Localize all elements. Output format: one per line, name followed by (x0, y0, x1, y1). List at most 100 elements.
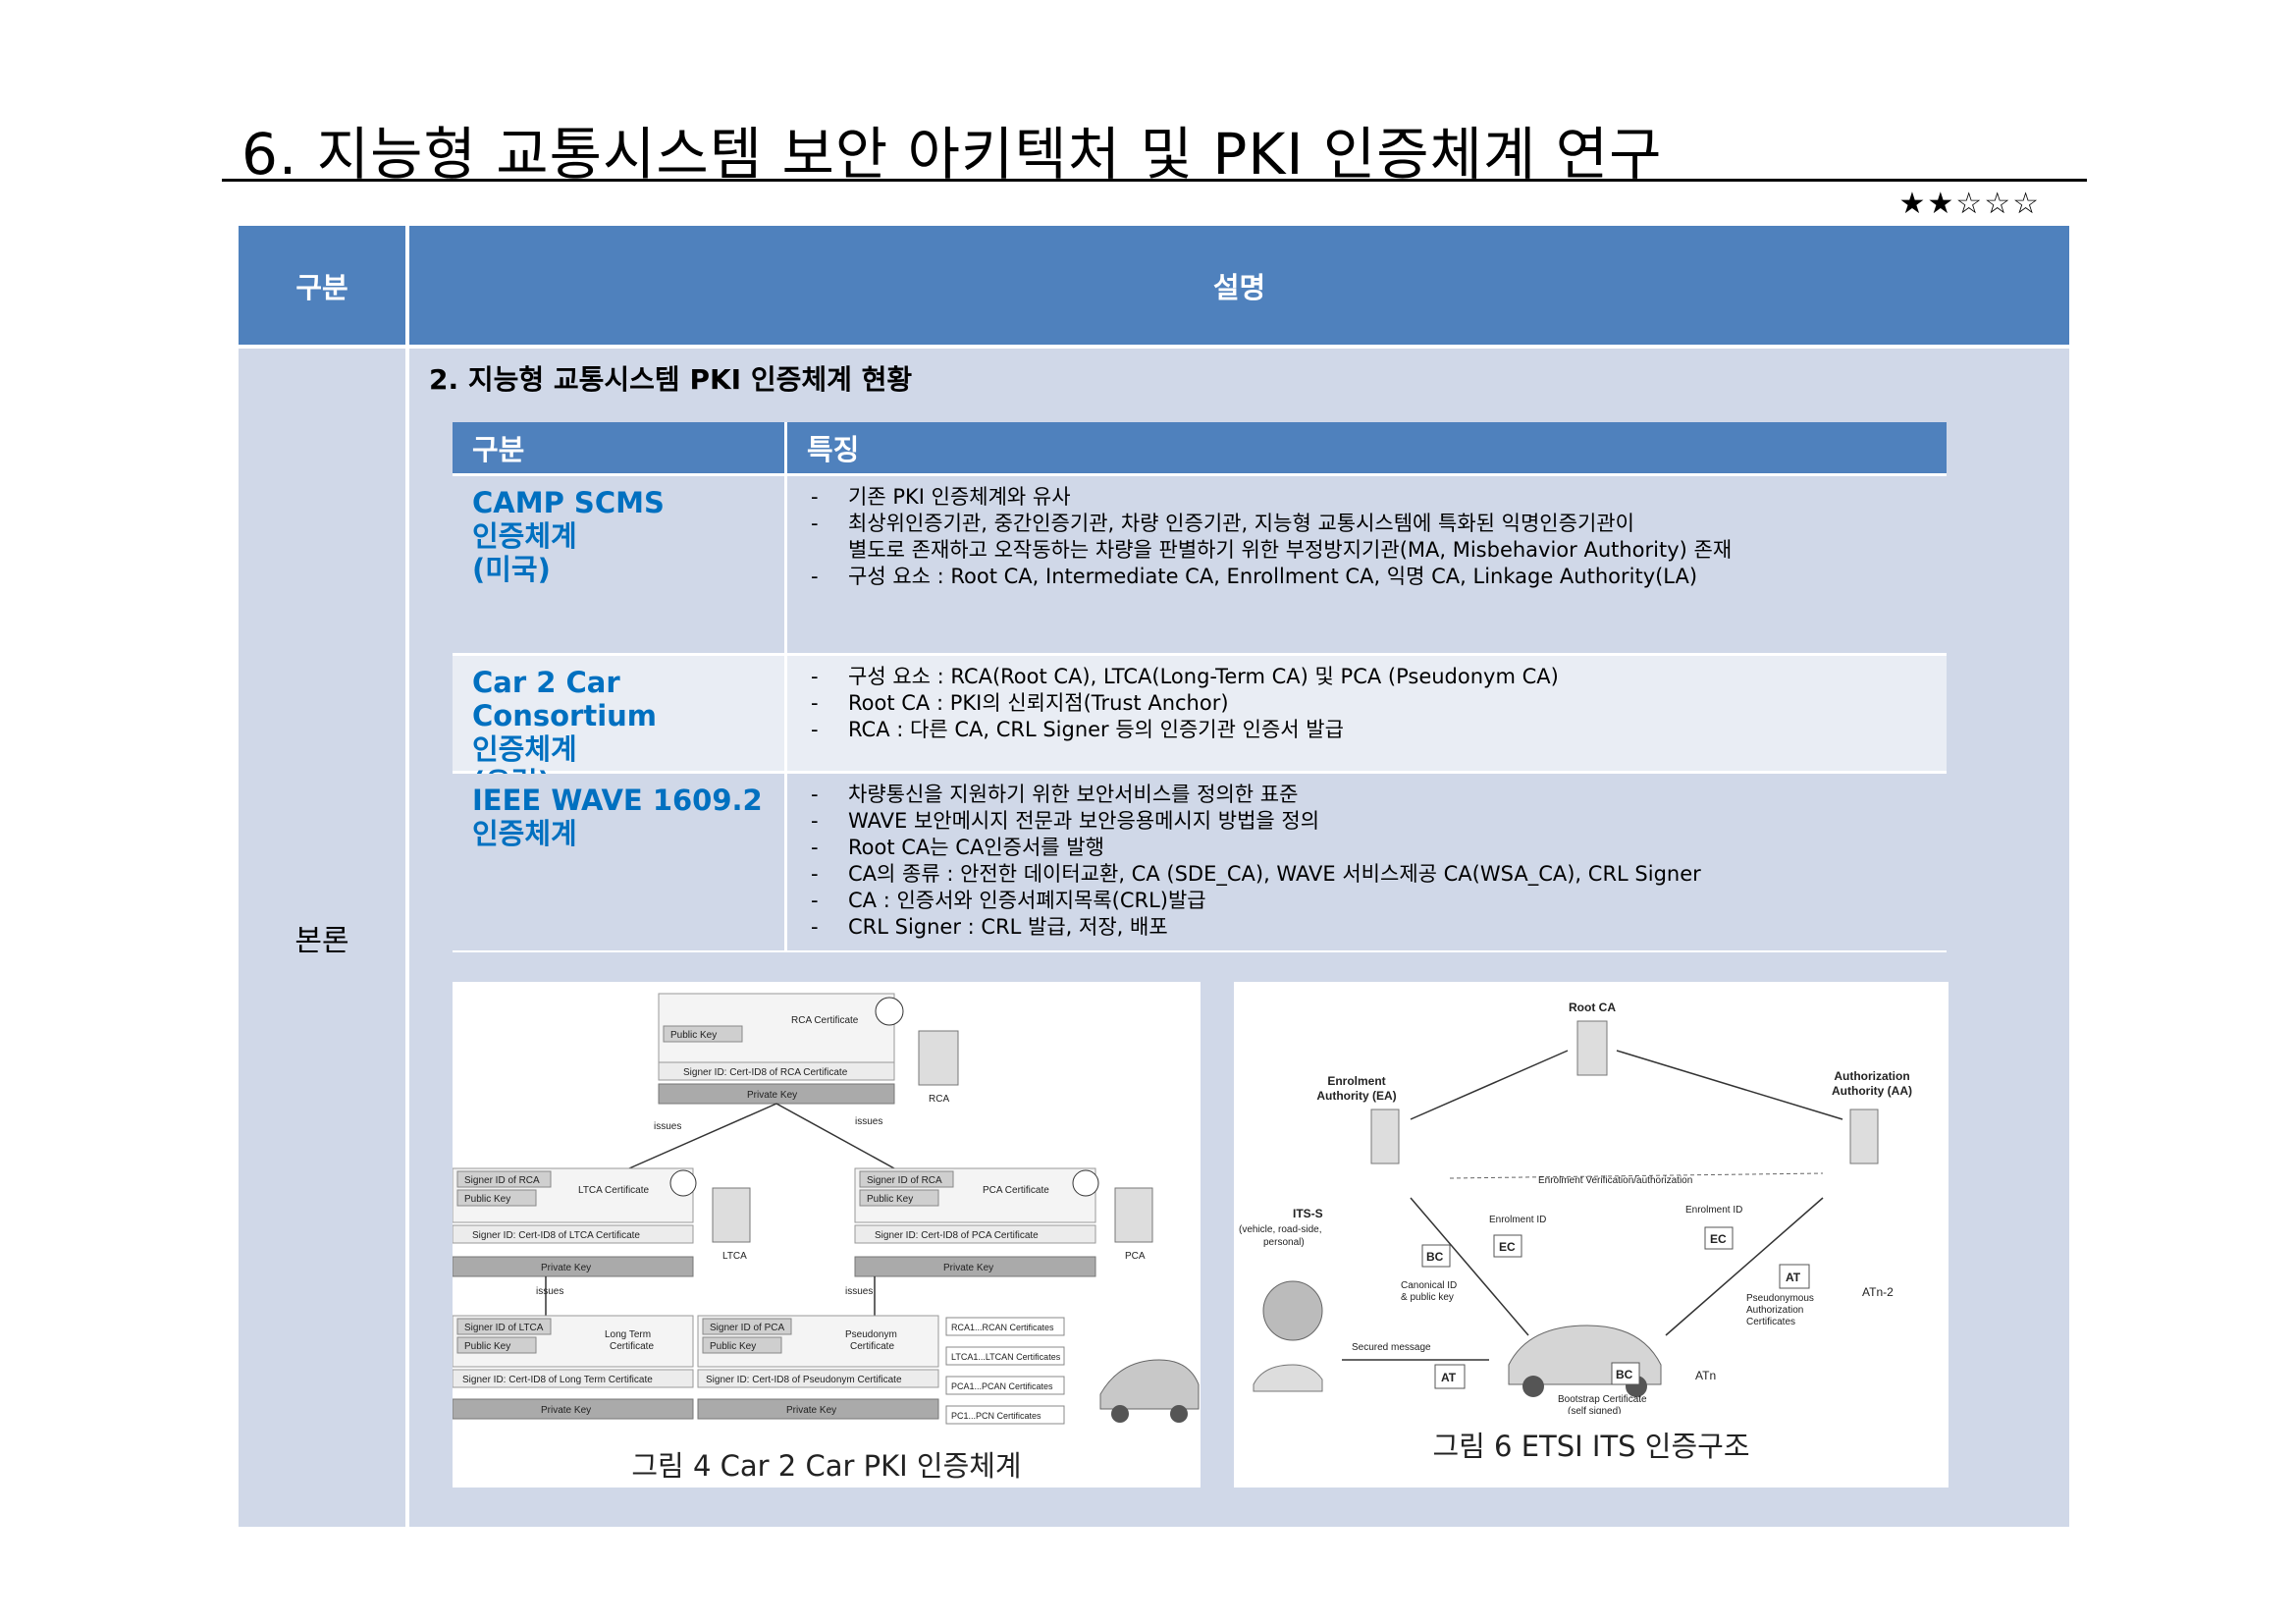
feature-item: CRL Signer : CRL 발급, 저장, 배포 (807, 914, 1947, 941)
certificate-seal-icon (1072, 1169, 1099, 1197)
feature-item: 기존 PKI 인증체계와 유사 (807, 484, 1947, 511)
figure-car2car-pki: Public Key RCA Certificate Signer ID: Ce… (452, 982, 1201, 1488)
signer-rca-label: Signer ID of RCA (464, 1175, 540, 1186)
ltca-label: LTCA (722, 1251, 747, 1262)
car2car-pki-diagram: Public Key RCA Certificate Signer ID: Ce… (452, 993, 1200, 1425)
enrolment-id-label: Enrolment ID (1685, 1205, 1742, 1216)
cert-stack-item: PC1...PCN Certificates (951, 1411, 1041, 1421)
feature-item: 구성 요소 : RCA(Root CA), LTCA(Long-Term CA)… (807, 664, 1947, 690)
inner-header-features: 특징 (787, 422, 1947, 473)
secured-message-label: Secured message (1352, 1342, 1431, 1353)
verification-label: Enrolment Verification/authorization (1538, 1175, 1692, 1186)
system-name-line: IEEE WAVE 1609.2 (472, 784, 763, 817)
signer-ltca-label: Signer ID of LTCA (464, 1323, 544, 1333)
feature-item: CA의 종류 : 안전한 데이터교환, CA (SDE_CA), WAVE 서비… (807, 861, 1947, 888)
bootstrap-label: Bootstrap Certificate (1558, 1394, 1647, 1405)
etsi-its-diagram: Root CA Enrolment Authority (EA) Authori… (1239, 1001, 1912, 1417)
section-heading: 2. 지능형 교통시스템 PKI 인증체계 현황 (429, 363, 913, 396)
pseudonym-signer-label: Signer ID: Cert-ID8 of Pseudonym Certifi… (706, 1375, 902, 1385)
row-content: 2. 지능형 교통시스템 PKI 인증체계 현황 구분 특징 CAMP SCMS… (409, 349, 2069, 1527)
pseudonym-label-2: Certificate (850, 1341, 894, 1352)
public-key-label: Public Key (464, 1194, 510, 1205)
feature-item: WAVE 보안메시지 전문과 보안응용메시지 방법을 정의 (807, 808, 1947, 835)
column-header-description: 설명 (409, 226, 2069, 345)
canonical-id-label: Canonical ID (1401, 1280, 1457, 1291)
figure4-caption: 그림 4 Car 2 Car PKI 인증체계 (631, 1449, 1022, 1483)
its-s-desc-2: personal) (1263, 1237, 1305, 1248)
signer-rca-label: Signer ID of RCA (867, 1175, 942, 1186)
system-name-line: 인증체계 (472, 732, 577, 766)
signer-pca-label: Signer ID of PCA (710, 1323, 784, 1333)
features-cell: 차량통신을 지원하기 위한 보안서비스를 정의한 표준 WAVE 보안메시지 전… (787, 774, 1947, 950)
private-key-label: Private Key (747, 1090, 797, 1101)
issues-label: issues (845, 1286, 873, 1297)
private-key-label: Private Key (541, 1263, 591, 1273)
content-table: 구분 설명 본론 2. 지능형 교통시스템 PKI 인증체계 현황 구분 특징 … (239, 226, 2069, 1527)
at-n2-label: ATn-2 (1862, 1285, 1894, 1299)
at-badge: AT (1786, 1271, 1801, 1284)
system-name-line: 인증체계 (472, 519, 577, 553)
pca-label: PCA (1125, 1251, 1146, 1262)
pca-signer-label: Signer ID: Cert-ID8 of PCA Certificate (875, 1230, 1039, 1241)
issues-label: issues (536, 1286, 563, 1297)
pseudonym-label: Pseudonym (845, 1329, 897, 1340)
ea-label: Enrolment (1327, 1074, 1385, 1088)
pseudonymous-label-2: Authorization (1746, 1305, 1803, 1316)
table-row: CAMP SCMS 인증체계 (미국) 기존 PKI 인증체계와 유사 최상위인… (453, 476, 1947, 653)
system-name-cell: Car 2 Car Consortium 인증체계 (유럽) (453, 656, 784, 799)
public-key-label: Public Key (464, 1341, 510, 1352)
cert-stack-item: RCA1...RCAN Certificates (951, 1323, 1054, 1332)
feature-item: 구성 요소 : Root CA, Intermediate CA, Enroll… (807, 564, 1947, 590)
inner-table-header: 구분 특징 (453, 422, 1947, 473)
private-key-label: Private Key (786, 1405, 836, 1416)
bc-badge: BC (1616, 1368, 1633, 1381)
enrolment-id-label: Enrolment ID (1489, 1215, 1546, 1225)
canonical-id-label-2: & public key (1401, 1292, 1454, 1303)
bootstrap-label-2: (self signed) (1568, 1406, 1621, 1414)
ec-badge: EC (1710, 1232, 1727, 1246)
issues-label: issues (654, 1121, 681, 1132)
feature-item: CA : 인증서와 인증서폐지목록(CRL)발급 (807, 888, 1947, 914)
private-key-label: Private Key (943, 1263, 993, 1273)
at-n-label: ATn (1695, 1369, 1716, 1382)
bc-badge: BC (1426, 1250, 1444, 1264)
figure-etsi-its: Root CA Enrolment Authority (EA) Authori… (1234, 982, 1949, 1488)
at-badge: AT (1441, 1371, 1457, 1384)
public-key-label: Public Key (867, 1194, 913, 1205)
system-name-line: Car 2 Car Consortium (472, 666, 658, 732)
ltca-signer-label: Signer ID: Cert-ID8 of LTCA Certificate (472, 1230, 640, 1241)
aa-label: Authorization (1834, 1069, 1909, 1083)
public-key-label: Public Key (670, 1030, 717, 1041)
pki-comparison-table: 구분 특징 CAMP SCMS 인증체계 (미국) 기존 PKI 인증체계와 유… (453, 422, 1947, 952)
system-name-line: 인증체계 (472, 817, 577, 850)
column-header-category: 구분 (239, 226, 405, 345)
its-s-desc: (vehicle, road-side, (1239, 1224, 1321, 1235)
vehicle-icon (1253, 1364, 1323, 1392)
ea-label-2: Authority (EA) (1316, 1089, 1396, 1103)
issues-label: issues (855, 1116, 882, 1127)
system-name-cell: IEEE WAVE 1609.2 인증체계 (453, 774, 784, 950)
root-ca-label: Root CA (1569, 1001, 1616, 1014)
car-icon (1099, 1359, 1200, 1410)
inner-header-category: 구분 (453, 422, 784, 473)
rca-label: RCA (929, 1094, 949, 1105)
ltca-certificate-label: LTCA Certificate (578, 1185, 649, 1196)
ec-badge: EC (1499, 1240, 1516, 1254)
title-rule (222, 179, 2087, 182)
its-s-label: ITS-S (1293, 1207, 1323, 1220)
certificate-seal-icon (875, 997, 904, 1026)
private-key-label: Private Key (541, 1405, 591, 1416)
system-name-line: (미국) (472, 553, 551, 586)
rca-signer-label: Signer ID: Cert-ID8 of RCA Certificate (683, 1067, 848, 1078)
feature-item: 최상위인증기관, 중간인증기관, 차량 인증기관, 지능형 교통시스템에 특화된… (807, 511, 1947, 537)
aa-label-2: Authority (AA) (1832, 1084, 1912, 1098)
public-key-label: Public Key (710, 1341, 756, 1352)
server-icon (1849, 1109, 1879, 1164)
certificate-seal-icon (669, 1169, 697, 1197)
feature-item: 차량통신을 지원하기 위한 보안서비스를 정의한 표준 (807, 782, 1947, 808)
pseudonymous-label: Pseudonymous (1746, 1293, 1814, 1304)
feature-item: Root CA는 CA인증서를 발행 (807, 835, 1947, 861)
features-cell: 기존 PKI 인증체계와 유사 최상위인증기관, 중간인증기관, 차량 인증기관… (787, 476, 1947, 653)
row-label: 본론 (239, 349, 405, 1527)
page-title: 6. 지능형 교통시스템 보안 아키텍처 및 PKI 인증체계 연구 (241, 121, 1663, 188)
